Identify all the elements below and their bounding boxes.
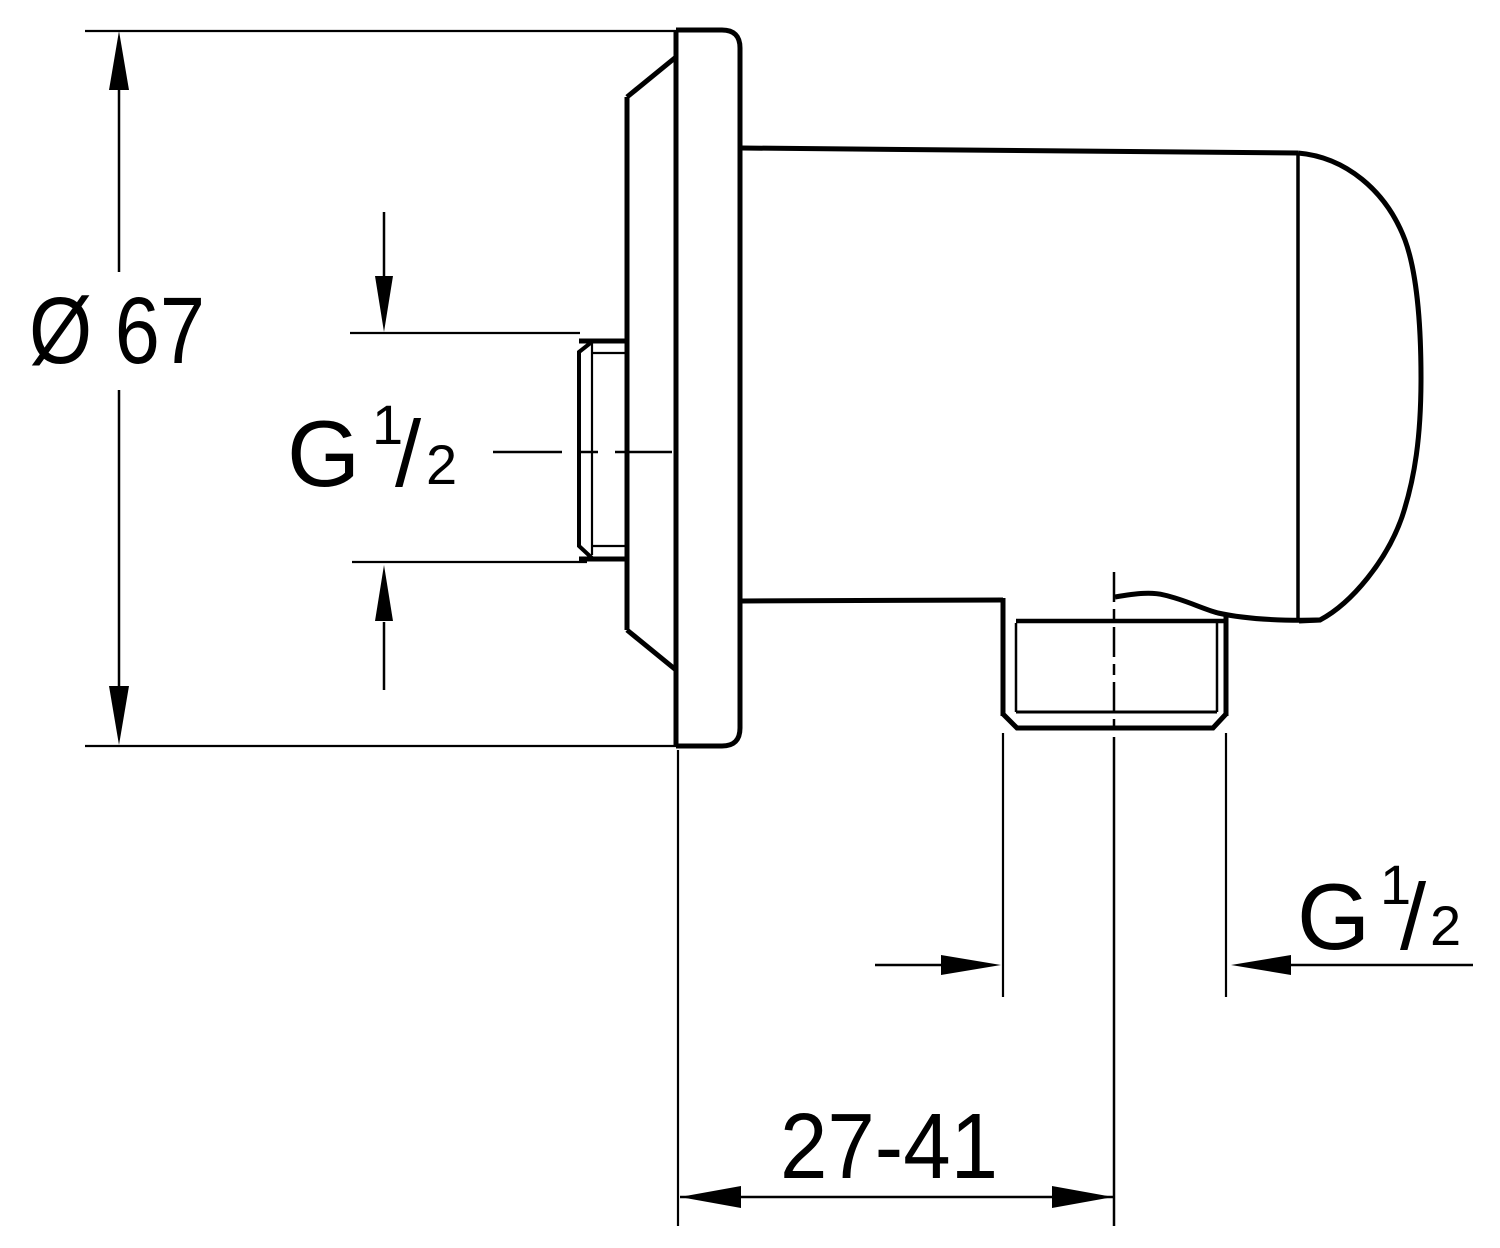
outlet-thread-label: G 1 / 2 [1297,853,1461,969]
arrowhead-left [1231,955,1291,975]
body-top-edge [741,145,1299,156]
dome-profile [1297,150,1424,624]
arrowhead-up [109,31,129,90]
dimension-flange-diameter: Ø 67 [29,29,676,748]
body-outlet-blend-curve [1114,590,1322,623]
arrowhead-down [375,276,393,332]
dimension-outlet-thread: G 1 / 2 [875,733,1473,997]
rear-nipple [577,338,629,562]
arrowhead-down [109,686,129,745]
flange-front-profile [676,27,743,749]
wall-flange [624,27,743,749]
arrowhead-up [375,565,393,621]
dimension-depth-range: 27-41 [676,750,1113,1226]
depth-range-label: 27-41 [780,1094,998,1198]
flange-top-chamfer [625,55,678,99]
flange-bottom-chamfer [625,628,678,672]
nipple-left-edge [577,339,595,561]
centerlines [493,450,1116,1226]
dimension-rear-thread: G 1 / 2 [287,212,587,690]
main-body [741,145,1424,624]
arrowhead-left [680,1186,741,1208]
arrowhead-right [1052,1186,1113,1208]
body-bottom-edge [741,597,1004,604]
rear-thread-label: G 1 / 2 [287,393,457,506]
arrowhead-right [941,955,1001,975]
flange-diameter-label: Ø 67 [29,278,205,384]
